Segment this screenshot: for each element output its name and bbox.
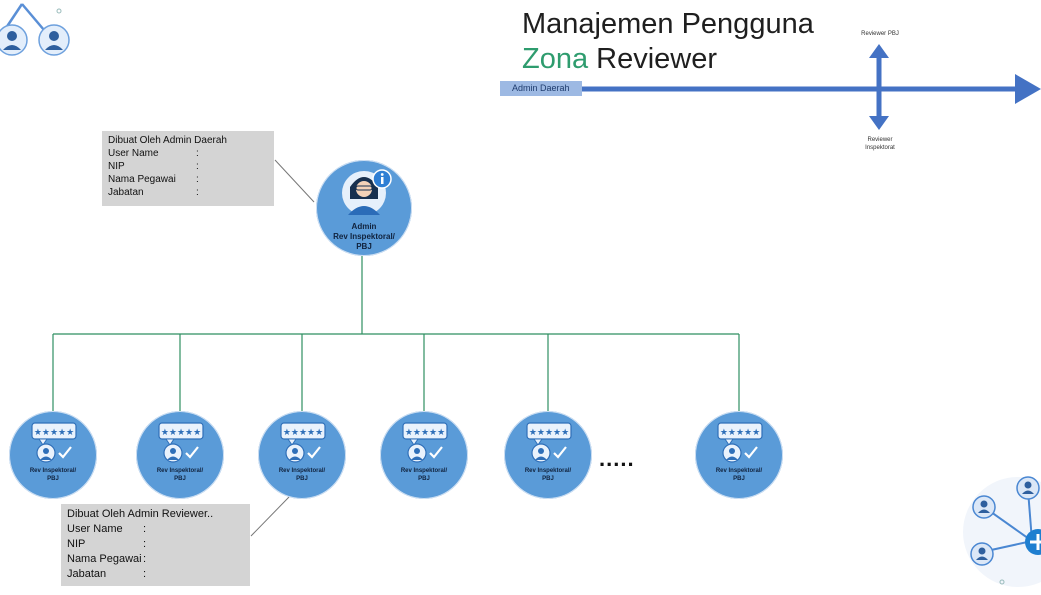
info-label: Jabatan [67, 568, 107, 580]
subtitle-accent: Zona [522, 43, 589, 75]
reviewer-node-line2: PBJ [174, 476, 186, 482]
axis-up-arrowhead [869, 44, 889, 58]
info-row: NIP: [67, 537, 244, 552]
reviewer-rating-icon: ★★★★★ [402, 422, 448, 463]
admin-callout-line [274, 159, 315, 203]
reviewer-inspektorat-line1: Reviewer [867, 137, 893, 143]
reviewer-node-line1: Rev Inspektoral/ [715, 468, 763, 474]
reviewer-callout-line [250, 496, 290, 537]
reviewer-node-line1: Rev Inspektoral/ [400, 468, 448, 474]
page-subtitle: Zona Reviewer [522, 43, 717, 76]
reviewer-node-line2: PBJ [733, 476, 745, 482]
reviewer-node-line1: Rev Inspektoral/ [156, 468, 204, 474]
reviewer-node: ★★★★★ Rev Inspektoral/PBJ [258, 411, 346, 499]
reviewer-info-box: Dibuat Oleh Admin Reviewer.. User Name: … [61, 504, 250, 586]
more-ellipsis: ..... [599, 446, 635, 471]
reviewer-rating-icon: ★★★★★ [31, 422, 77, 463]
reviewer-pbj-label: Reviewer PBJ [861, 31, 899, 37]
reviewer-node-label: Rev Inspektoral/PBJ [258, 467, 346, 483]
reviewer-node-label: Rev Inspektoral/PBJ [695, 467, 783, 483]
info-row: NIP: [108, 160, 268, 173]
info-value: : [196, 187, 199, 198]
info-row: User Name: [67, 522, 244, 537]
network-add-user-icon [963, 476, 1041, 587]
reviewer-node-line2: PBJ [47, 476, 59, 482]
admin-info-box: Dibuat Oleh Admin Daerah User Name: NIP:… [102, 131, 274, 206]
info-label: Nama Pegawai [67, 553, 142, 565]
admin-node: Admin Rev Inspektoral/ PBJ [316, 160, 412, 256]
info-row: Nama Pegawai: [108, 173, 268, 186]
info-label: Nama Pegawai [108, 174, 176, 185]
info-label: Jabatan [108, 187, 144, 198]
reviewer-rating-icon: ★★★★★ [158, 422, 204, 463]
reviewer-node-label: Rev Inspektoral/PBJ [504, 467, 592, 483]
reviewer-node-line2: PBJ [542, 476, 554, 482]
svg-text:★★★★★: ★★★★★ [720, 428, 760, 438]
page-title: Manajemen Pengguna [522, 8, 814, 40]
reviewer-node: ★★★★★ Rev Inspektoral/PBJ [9, 411, 97, 499]
network-users-icon [0, 3, 70, 56]
admin-node-line3: PBJ [356, 242, 372, 251]
axis-down-arrowhead [869, 116, 889, 130]
admin-node-label: Admin Rev Inspektoral/ PBJ [316, 222, 412, 252]
info-value: : [143, 568, 147, 580]
admin-node-line1: Admin [351, 222, 377, 231]
admin-node-line2: Rev Inspektoral/ [333, 232, 395, 241]
admin-daerah-label: Admin Daerah [500, 81, 582, 96]
svg-text:★★★★★: ★★★★★ [34, 428, 74, 438]
svg-text:★★★★★: ★★★★★ [283, 428, 323, 438]
admin-info-heading: Dibuat Oleh Admin Daerah [108, 135, 227, 146]
reviewer-node-label: Rev Inspektoral/PBJ [136, 467, 224, 483]
reviewer-rating-icon: ★★★★★ [280, 422, 326, 463]
reviewer-node: ★★★★★ Rev Inspektoral/PBJ [504, 411, 592, 499]
reviewer-rating-icon: ★★★★★ [717, 422, 763, 463]
reviewer-node-line2: PBJ [296, 476, 308, 482]
info-value: : [143, 553, 147, 565]
info-label: User Name [108, 148, 159, 159]
info-value: : [196, 148, 199, 159]
info-row: User Name: [108, 147, 268, 160]
reviewer-node: ★★★★★ Rev Inspektoral/PBJ [380, 411, 468, 499]
svg-text:★★★★★: ★★★★★ [161, 428, 201, 438]
svg-text:★★★★★: ★★★★★ [529, 428, 569, 438]
reviewer-inspektorat-line2: Inspektorat [865, 145, 895, 151]
info-value: : [143, 538, 147, 550]
reviewer-node-line2: PBJ [418, 476, 430, 482]
admin-user-icon [342, 169, 392, 215]
info-label: NIP [108, 161, 125, 172]
info-row: Nama Pegawai: [67, 552, 244, 567]
info-value: : [196, 161, 199, 172]
info-value: : [196, 174, 199, 185]
reviewer-node-line1: Rev Inspektoral/ [524, 468, 572, 474]
reviewer-node: ★★★★★ Rev Inspektoral/PBJ [695, 411, 783, 499]
reviewer-info-heading: Dibuat Oleh Admin Reviewer.. [67, 508, 214, 520]
reviewer-node-label: Rev Inspektoral/PBJ [9, 467, 97, 483]
info-value: : [143, 523, 147, 535]
reviewer-inspektorat-label: Reviewer Inspektorat [852, 136, 908, 152]
reviewer-node-line1: Rev Inspektoral/ [278, 468, 326, 474]
reviewer-node-line1: Rev Inspektoral/ [29, 468, 77, 474]
reviewer-rating-icon: ★★★★★ [526, 422, 572, 463]
info-label: User Name [67, 523, 123, 535]
reviewer-node: ★★★★★ Rev Inspektoral/PBJ [136, 411, 224, 499]
subtitle-rest: Reviewer [588, 43, 718, 75]
info-row: Jabatan: [67, 567, 244, 582]
reviewer-node-label: Rev Inspektoral/PBJ [380, 467, 468, 483]
info-label: NIP [67, 538, 86, 550]
info-row: Jabatan: [108, 186, 268, 199]
axis-right-arrowhead [1015, 74, 1041, 104]
svg-text:★★★★★: ★★★★★ [405, 428, 445, 438]
